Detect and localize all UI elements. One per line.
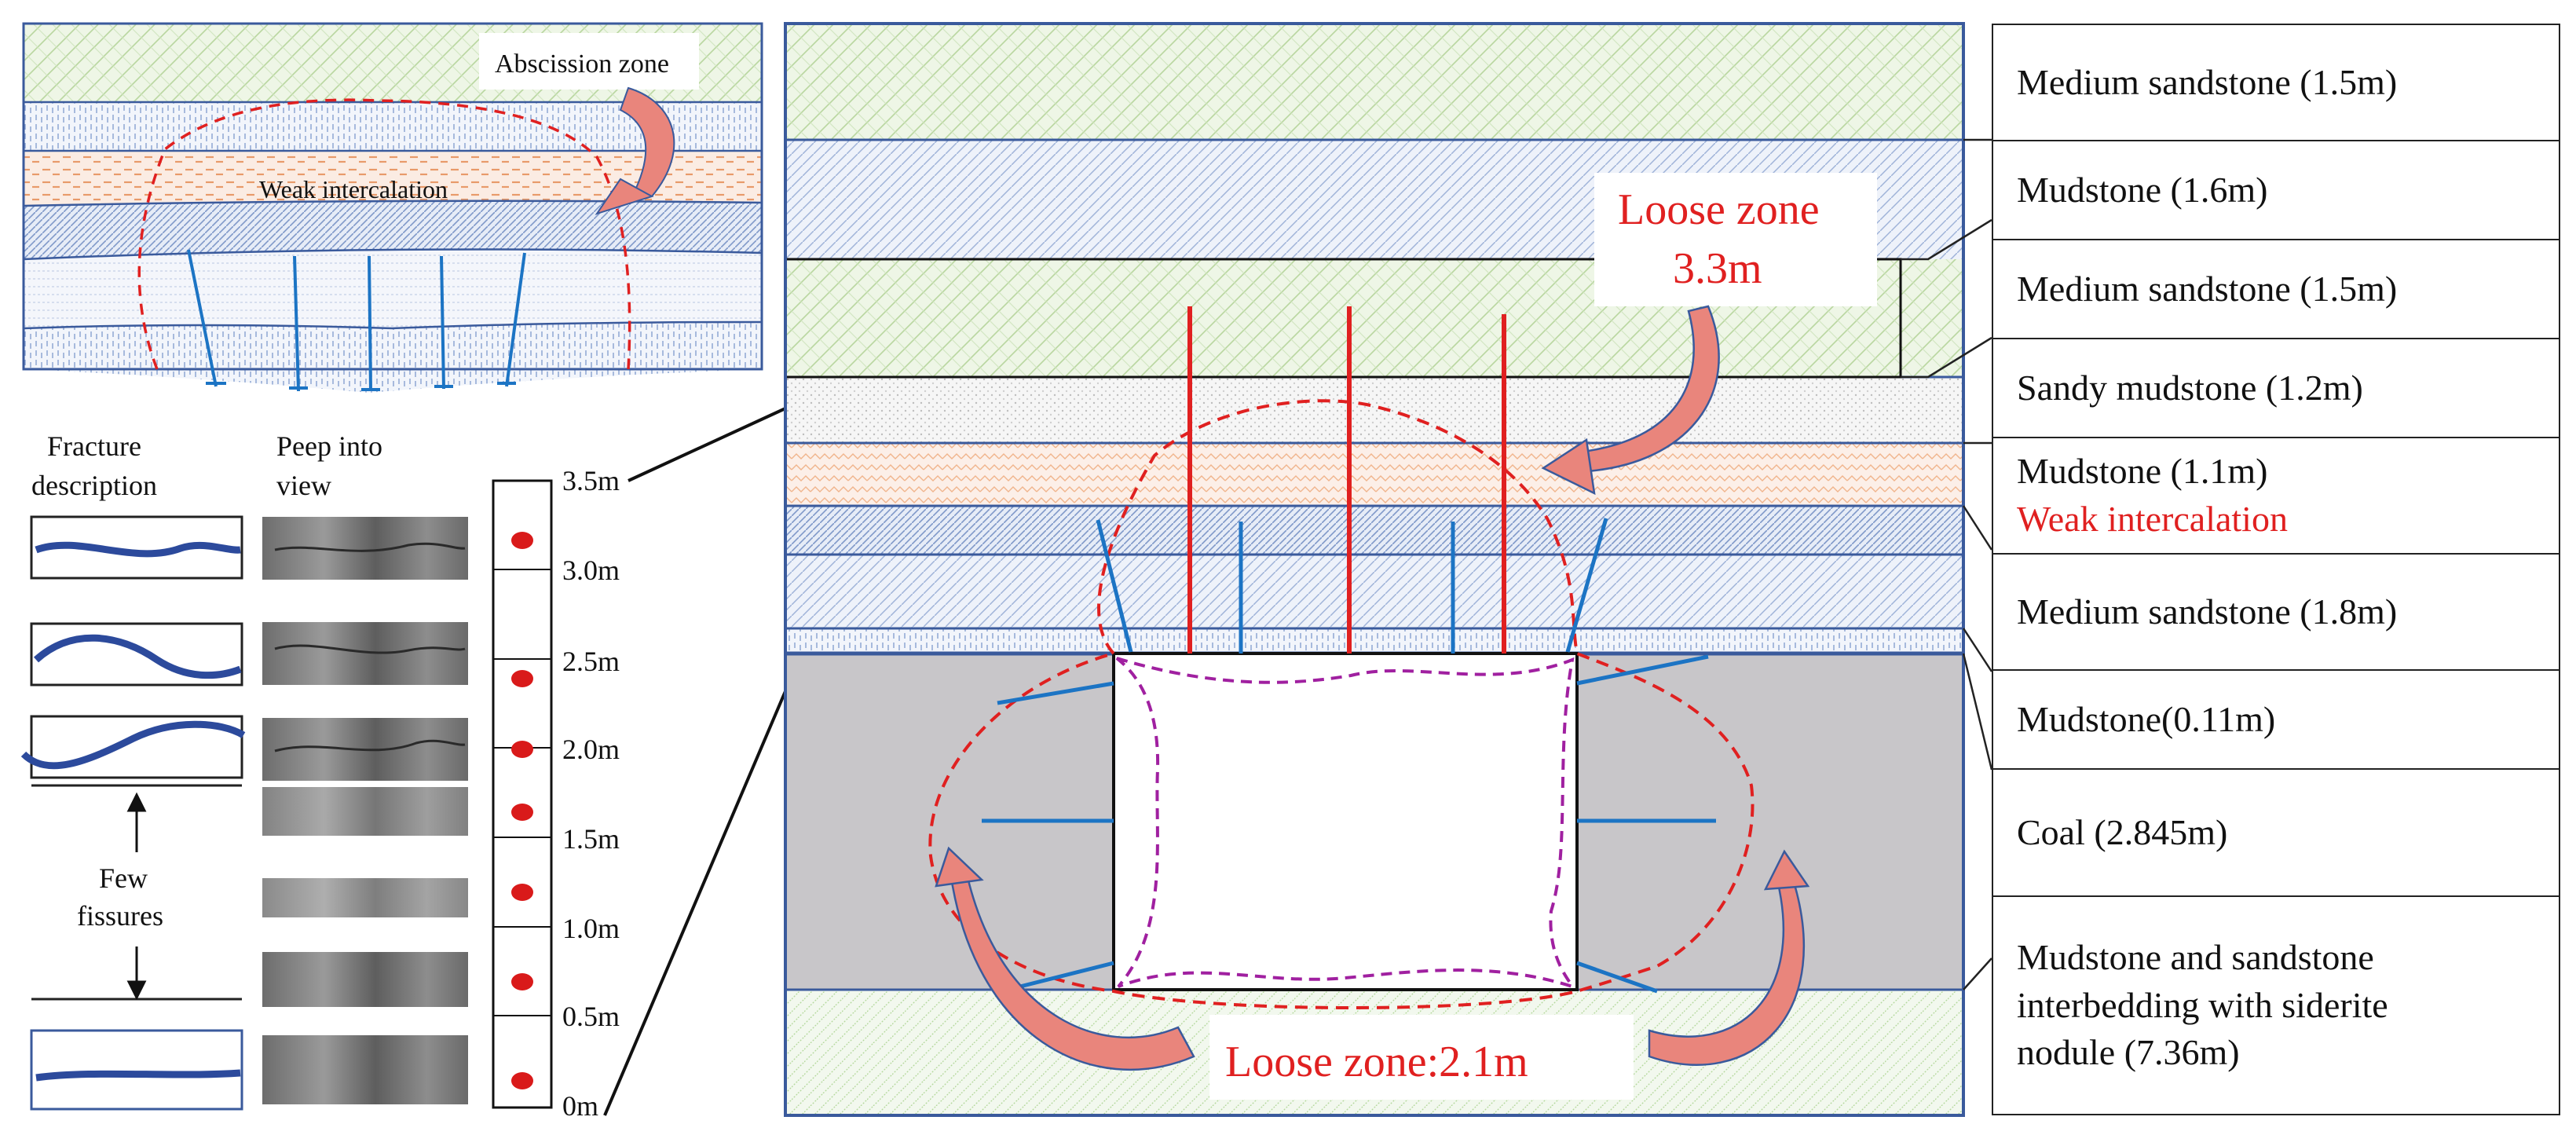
layer-label-8: Coal (2.845m) [1992,768,2560,897]
layer-label-9-line1: Mudstone and sandstone [2017,936,2374,977]
depth-tick-0.5: 0.5m [562,1001,620,1032]
layer-label-1-text: Medium sandstone (1.5m) [2017,61,2398,102]
blue-cracks [982,518,1716,994]
inset-boundaries-curved [23,200,763,330]
layer-label-9-line2: interbedding with siderite [2017,984,2388,1025]
col-fracture-line2: description [31,470,157,501]
depth-tick-1.5: 1.5m [562,823,620,855]
roof-bolts [1187,306,1506,654]
few-fissures-line2: fissures [77,900,163,932]
depth-markers [511,532,533,1089]
layer-label-7-text: Mudstone(0.11m) [2017,698,2276,739]
loose-top-label-bg [1594,173,1877,306]
layer-label-2-text: Mudstone (1.6m) [2017,169,2268,210]
depth-tick-0: 0m [562,1090,598,1122]
zoom-line-top [628,407,786,482]
depth-tick-2.5: 2.5m [562,646,620,677]
abscission-label: Abscission zone [495,49,669,79]
layer-mudstone-weak [785,443,1963,506]
leader-lines [1901,138,1993,990]
depth-tick-1.0: 1.0m [562,913,620,944]
layer-label-4: Sandy mudstone (1.2m) [1992,338,2560,438]
col-fracture-line1: Fracture [47,430,141,462]
layer-label-9-line3: nodule (7.36m) [2017,1032,2240,1073]
few-fissures-line1: Few [99,862,148,894]
loose-top-label-line1: Loose zone [1618,185,1820,234]
layer-label-5: Mudstone (1.1m) Weak intercalation [1992,437,2560,555]
depth-tick-2.0: 2.0m [562,734,620,765]
layer-label-5-text: Mudstone (1.1m) [2017,451,2268,492]
inset-diagram: Abscission zone Weak intercalation [22,22,763,393]
layer-sandy-mudstone [785,377,1963,443]
layer-label-2: Mudstone (1.6m) [1992,140,2560,240]
layer-label-1: Medium sandstone (1.5m) [1992,24,2560,141]
few-fissures-arrows [126,792,147,1001]
abscission-arrowhead [595,178,654,215]
depth-tick-3.5: 3.5m [562,465,620,496]
depth-column [492,479,553,1109]
roadway-deformation [1115,657,1575,990]
layer-label-7: Mudstone(0.11m) [1992,669,2560,770]
abscission-label-bg [479,33,699,90]
layer-label-4-text: Sandy mudstone (1.2m) [2017,367,2363,408]
zoom-line-bottom [603,690,787,1116]
inset-layer-dense [24,200,762,259]
layer-label-3: Medium sandstone (1.5m) [1992,239,2560,339]
borehole-table: Fracture description Peep into view Few … [20,407,787,1122]
loose-zone-boundary [928,399,1755,1009]
loose-top-arrowhead [1541,438,1596,496]
inset-frame [22,22,763,371]
inset-cracks [187,249,526,392]
section-frame [784,22,1965,1117]
roadway [1112,652,1579,991]
layer-mudstone-thin [785,628,1963,654]
weak-intercalation-inset-label: Weak intercalation [259,175,448,203]
main-section: Loose zone 3.3m Loose zone:2.1m [784,22,1965,1117]
inset-layer-thin [24,249,762,328]
borehole-peep-images [262,517,468,1104]
depth-column-dividers [493,569,551,1016]
col-peep-line1: Peep into [276,430,382,462]
loose-bottom-arrowhead-right [1763,849,1810,891]
layer-label-9: Mudstone and sandstone interbedding with… [1992,895,2560,1115]
fracture-sketches [20,515,246,1111]
layer-label-6-text: Medium sandstone (1.8m) [2017,591,2398,632]
inset-layer-weak [24,151,762,206]
layer-medium-sandstone-1 [785,24,1963,140]
loose-bottom-arrowhead-left [935,846,984,888]
layer-label-8-text: Coal (2.845m) [2017,811,2228,852]
loose-bottom-label: Loose zone:2.1m [1225,1038,1528,1086]
layer-medium-sandstone-3 [785,555,1963,628]
layer-label-3-text: Medium sandstone (1.5m) [2017,268,2398,309]
loose-top-label-line2: 3.3m [1673,244,1762,293]
layer-dense-band [785,506,1963,555]
inset-layer-bottom [24,322,762,393]
layer-label-6: Medium sandstone (1.8m) [1992,553,2560,671]
col-peep-line2: view [276,470,331,501]
depth-tick-3.0: 3.0m [562,555,620,586]
weak-intercalation-label: Weak intercalation [2017,499,2288,539]
loose-bottom-label-bg [1209,1015,1634,1100]
